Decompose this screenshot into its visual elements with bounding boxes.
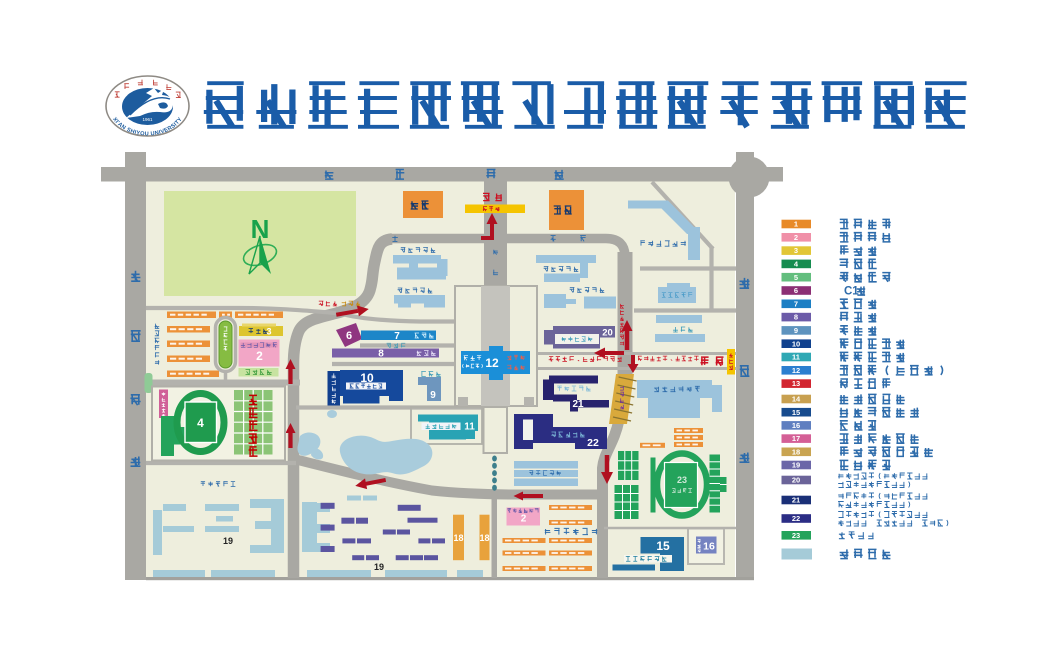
svg-text:2: 2 [521,514,527,525]
svg-text:3: 3 [794,246,798,255]
svg-text:23: 23 [677,475,687,485]
svg-text:11: 11 [792,353,800,362]
svg-text:12: 12 [792,366,800,375]
svg-text:11: 11 [464,422,475,433]
svg-text:7: 7 [794,299,798,308]
svg-text:14: 14 [792,395,801,404]
svg-text:20: 20 [602,328,613,339]
svg-text:21: 21 [792,496,800,505]
svg-text:15: 15 [792,408,800,417]
svg-text:7: 7 [394,331,400,342]
svg-text:9: 9 [794,326,798,335]
svg-text:19: 19 [792,461,800,470]
svg-text:16: 16 [792,421,800,430]
svg-text:12: 12 [485,356,499,370]
svg-text:22: 22 [792,514,800,523]
svg-text:8: 8 [794,313,798,322]
svg-text:3: 3 [266,327,271,337]
svg-text:17: 17 [792,434,800,443]
svg-text:16: 16 [703,541,715,553]
svg-text:10: 10 [360,371,374,385]
svg-text:1961: 1961 [142,117,153,122]
svg-text:10: 10 [792,339,800,348]
svg-text:9: 9 [430,390,436,401]
svg-text:15: 15 [656,539,670,553]
svg-text:6: 6 [346,330,352,342]
svg-text:2: 2 [256,349,263,363]
svg-text:5: 5 [794,273,798,282]
svg-text:6: 6 [794,286,798,295]
svg-text:18: 18 [792,447,800,456]
svg-text:4: 4 [794,260,799,269]
svg-text:C1: C1 [844,286,859,298]
svg-text:N: N [251,214,270,244]
svg-text:19: 19 [374,562,384,572]
svg-text:4: 4 [197,416,204,430]
svg-text:18: 18 [479,533,489,543]
svg-text:20: 20 [792,476,800,485]
svg-text:23: 23 [792,531,800,540]
svg-text:21: 21 [572,399,584,410]
svg-text:22: 22 [587,437,599,449]
svg-text:13: 13 [792,379,800,388]
svg-text:18: 18 [453,533,463,543]
svg-text:1: 1 [794,220,798,229]
svg-text:19: 19 [223,536,233,546]
svg-text:2: 2 [794,233,798,242]
svg-text:8: 8 [378,349,384,360]
